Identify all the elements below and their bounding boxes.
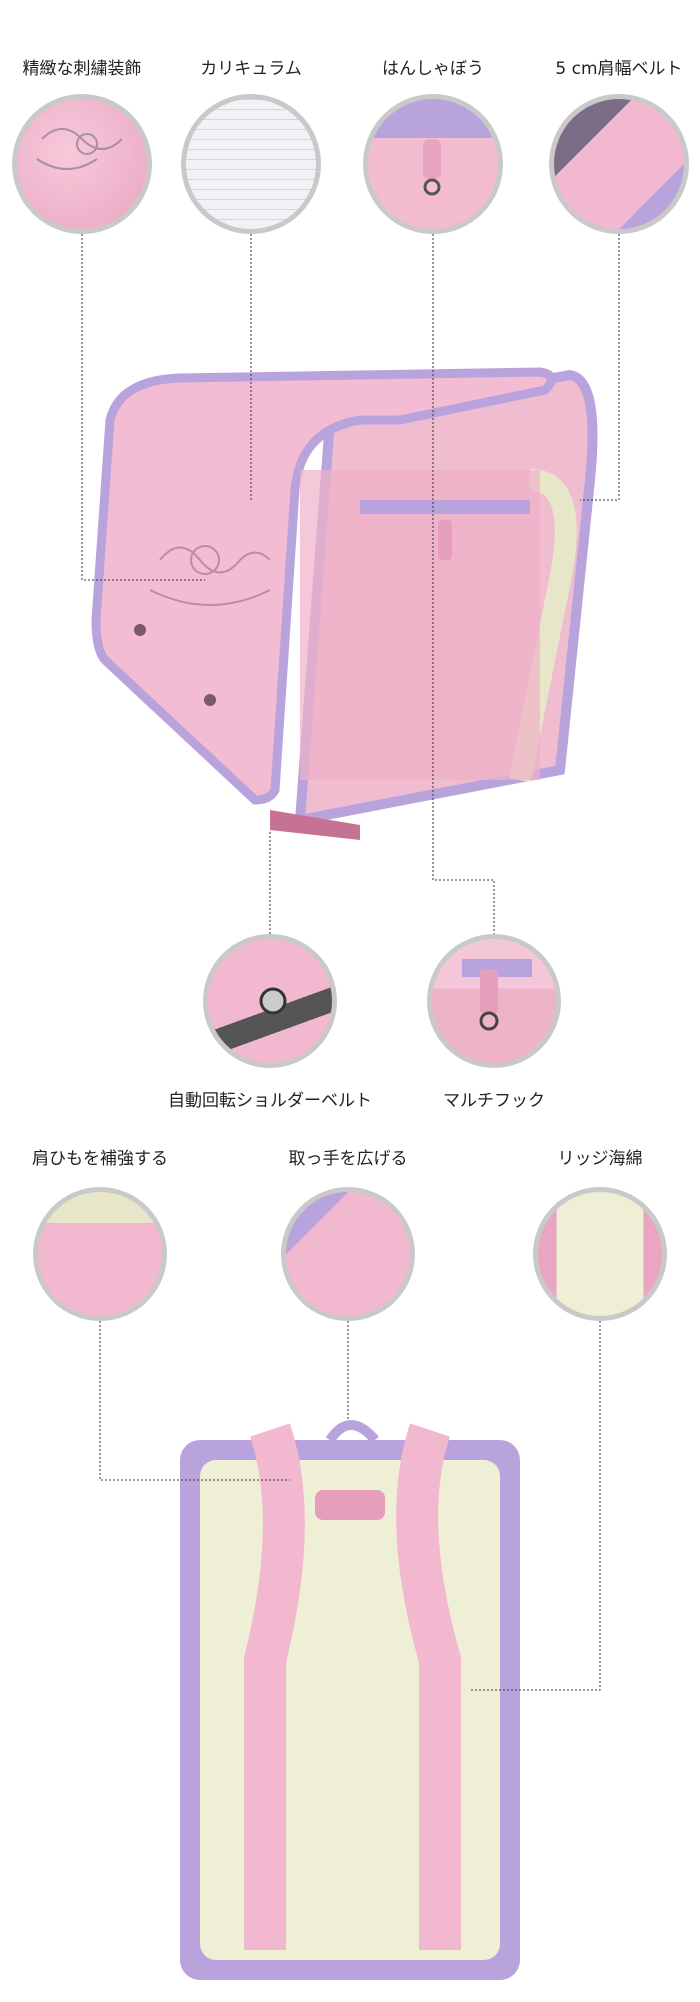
feature-label-rotating-belt: 自動回転ショルダーベルト <box>168 1091 372 1111</box>
curriculum-detail-image <box>181 94 321 234</box>
handle-detail-image <box>281 1187 415 1321</box>
ridge-sponge-detail-image <box>533 1187 667 1321</box>
embroidery-detail-image <box>12 94 152 234</box>
rotating-belt-detail-image <box>203 934 337 1068</box>
feature-label-handle: 取っ手を広げる <box>288 1149 408 1169</box>
feature-label-reflector: はんしゃぼう <box>382 59 484 79</box>
feature-label-shoulder-belt: 5 cm肩幅ベルト <box>555 59 683 79</box>
callout-lines <box>81 234 620 1691</box>
feature-label-strap-reinforcement: 肩ひもを補強する <box>32 1149 168 1169</box>
back-bag-image <box>180 1420 520 1980</box>
strap-reinforcement-detail-image <box>33 1187 167 1321</box>
feature-label-ridge-sponge: リッジ海綿 <box>557 1149 643 1169</box>
feature-label-embroidery: 精緻な刺繍装飾 <box>22 59 142 79</box>
front-bag-image <box>91 367 598 840</box>
shoulder-belt-detail-image <box>549 94 689 234</box>
feature-label-multi-hook: マルチフック <box>443 1091 545 1111</box>
reflector-detail-image <box>363 94 503 234</box>
feature-label-curriculum: カリキュラム <box>200 59 302 79</box>
multi-hook-detail-image <box>427 934 561 1068</box>
